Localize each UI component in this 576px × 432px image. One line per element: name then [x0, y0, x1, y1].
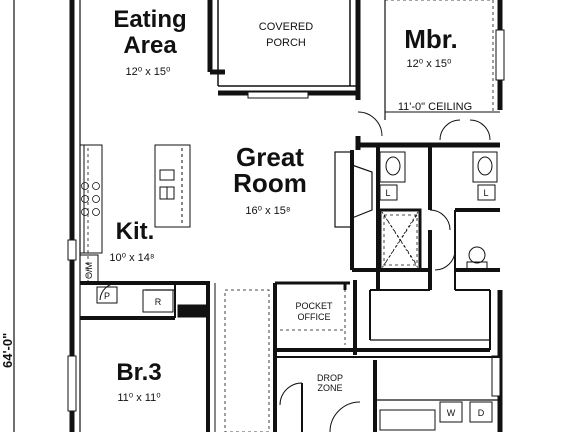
linen-right-label: L: [483, 188, 488, 198]
great-room-dims: 16⁰ x 15⁸: [245, 205, 290, 217]
drop-zone-label-line1: DROP: [317, 373, 343, 383]
bedroom-3-dims: 11⁰ x 11⁰: [117, 392, 161, 404]
cooktop-icon: [81, 182, 100, 216]
great-room-label-line2: Room: [233, 168, 307, 198]
overall-dimension-label: 64'-0": [0, 333, 15, 368]
bath-fixtures: [379, 151, 498, 431]
shower: [378, 208, 422, 272]
eating-area-dims: 12⁰ x 15⁰: [126, 66, 171, 78]
great-room-label-line1: Great: [236, 142, 304, 172]
oven-microwave-label: O/M: [84, 262, 94, 279]
linen-left-label: L: [385, 188, 390, 198]
kitchen-label: Kit.: [116, 218, 155, 245]
kitchen-dims: 10⁰ x 14⁸: [109, 252, 154, 264]
covered-porch-label-line2: PORCH: [266, 37, 306, 49]
washer-label: W: [447, 408, 456, 418]
dryer-label: D: [478, 408, 485, 418]
bedroom-3-label: Br.3: [116, 359, 161, 386]
pocket-office-label-line1: POCKET: [295, 301, 333, 311]
pantry-label: P: [104, 291, 110, 301]
kitchen-counters: [79, 144, 191, 313]
master-bedroom-label: Mbr.: [404, 24, 457, 54]
eating-area-label-line1: Eating: [113, 6, 186, 33]
master-bedroom-ceiling: 11'-0" CEILING: [398, 101, 472, 113]
pocket-office-label-line2: OFFICE: [298, 312, 331, 322]
pantry-box: [96, 286, 118, 304]
refrigerator-label: R: [155, 297, 162, 307]
interior-walls: [80, 0, 500, 432]
covered-porch-label-line1: COVERED: [259, 21, 313, 33]
drop-zone-label-line2: ZONE: [317, 383, 342, 393]
master-bedroom-dims: 12⁰ x 15⁰: [407, 58, 452, 70]
eating-area-label-line2: Area: [123, 32, 177, 59]
fireplace: [334, 151, 373, 228]
